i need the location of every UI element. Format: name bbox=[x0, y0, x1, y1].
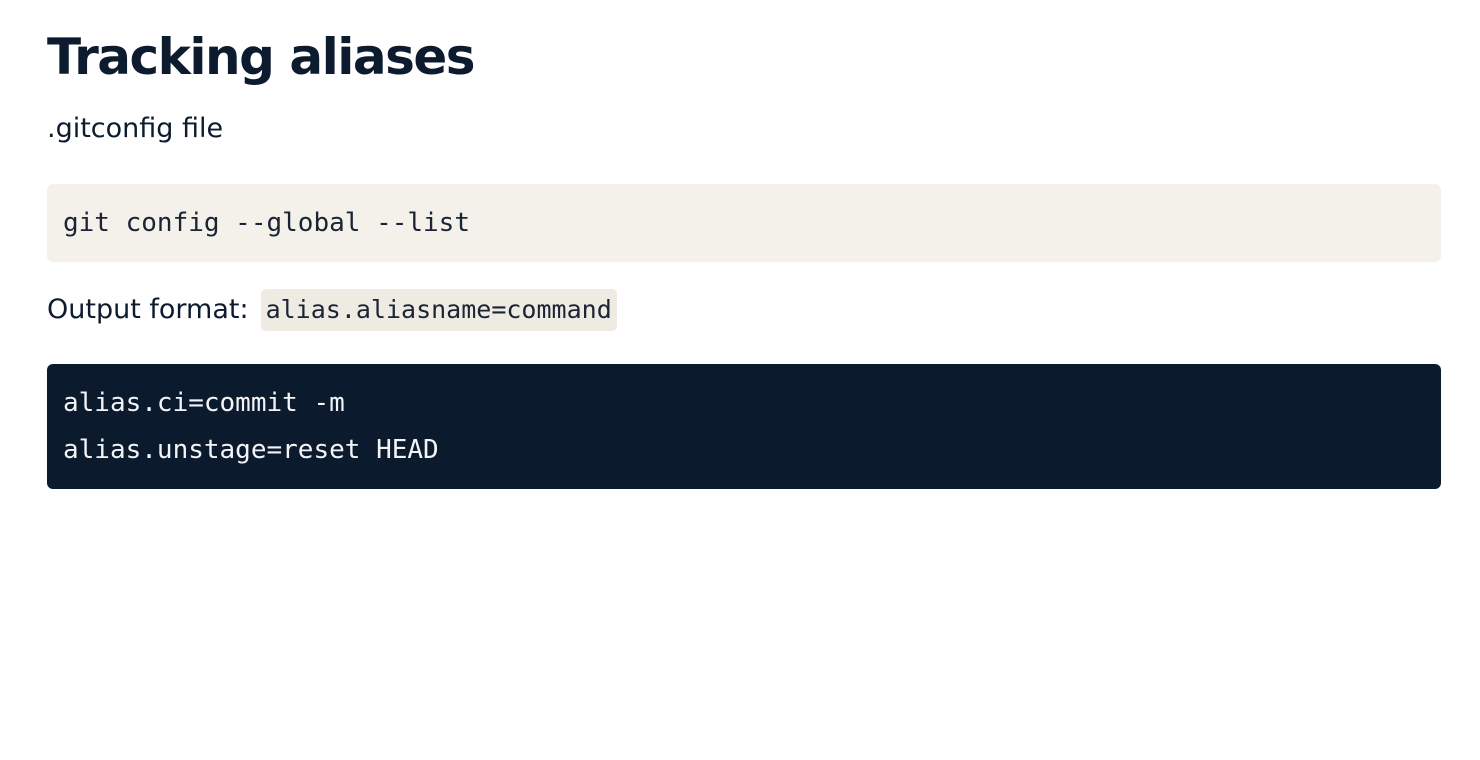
page-title: Tracking aliases bbox=[47, 28, 476, 86]
output-format-row: Output format: alias.aliasname=command bbox=[47, 289, 617, 331]
command-code-block[interactable]: git config --global --list bbox=[47, 184, 1441, 262]
output-code-block[interactable]: alias.ci=commit -m alias.unstage=reset H… bbox=[47, 364, 1441, 489]
command-line: git config --global --list bbox=[63, 208, 470, 238]
output-line: alias.unstage=reset HEAD bbox=[63, 435, 439, 465]
output-format-label: Output format: bbox=[47, 294, 249, 325]
page-subtitle: .gitconfig file bbox=[47, 113, 224, 144]
output-line: alias.ci=commit -m bbox=[63, 388, 345, 418]
output-format-inline-code: alias.aliasname=command bbox=[260, 289, 617, 331]
